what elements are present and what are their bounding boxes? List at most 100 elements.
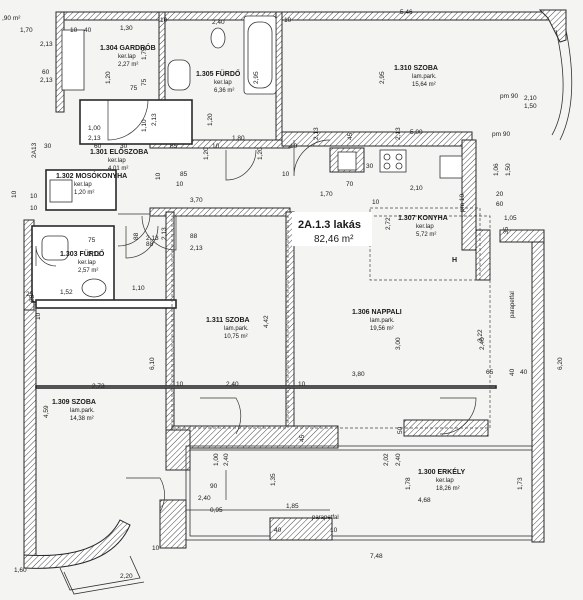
dimension-h: 1,60 [14,567,27,574]
dimension-h: 90 [210,483,218,490]
dimension-h: 1,80 [232,135,245,142]
apartment-label: 2A.1.3 lakás 82,46 m² [292,212,372,246]
dimension-h: 85 [180,171,188,178]
fridge [337,151,357,171]
kitchen-sink [439,155,463,179]
dimension-v: 75 [141,78,148,86]
dimension-v: 1,20 [207,113,214,126]
dimension-v: 2,95 [379,71,386,84]
dimension-labels: ,90 m² 1,70 10 40 1,30 10 2,40 10 5,46 2,13 60 2,13… [2,9,564,580]
dimension-h: 0,95 [210,507,223,514]
dimension-h: 1,10 [132,285,145,292]
fixtures [41,15,463,298]
dimension-v: 40 [509,368,516,376]
dimension-v: 1,06 [493,163,500,176]
room-floor: ker.lap [74,182,92,188]
dimension-h: 70 [346,181,354,188]
dimension-h: 10 [282,171,290,178]
dimension-h: 10 [30,193,38,200]
apartment-area: 82,46 m² [314,234,354,245]
room-floor: ker.lap [108,158,126,164]
dimension-h: 1,70 [20,27,33,34]
dimension-h: 4,68 [418,497,431,504]
dimension-v: 2,02 [383,453,390,466]
parapet-label-bottom: parapetfal [312,515,339,521]
dimension-v: 1,50 [505,163,512,176]
room-floor: ker.lap [436,478,454,484]
room-name: 1.311 SZOBA [206,317,250,324]
dimension-h: 1,70 [320,191,333,198]
dimension-h: 2,10 [524,95,537,102]
stove-mark: H [452,257,457,264]
dimension-v: 1,20 [257,147,264,160]
dimension-h: 3,80 [352,371,365,378]
dimension-h: 40 [520,369,528,376]
dimension-h: 2,40 [212,19,225,26]
dimension-v: 2,40 [395,453,402,466]
dimension-h: ,90 m² [2,15,21,22]
dimension-h: 1,05 [504,215,517,222]
room-name: 1.306 NAPPALI [352,309,402,316]
dimension-h: 60 [42,69,50,76]
dimension-v: 4,59 [43,405,50,418]
dimension-v: 88 [133,232,140,240]
apartment-title: 2A.1.3 lakás [298,219,361,231]
dimension-h: 25 [26,291,34,298]
bath-sink [81,278,107,298]
room-name: 1.307 KONYHA [398,215,448,222]
dimension-v: 3,22 [477,329,484,342]
dimension-h: 65 [486,369,494,376]
dimension-h: 60 [496,201,504,208]
dimension-h: 10 [298,381,306,388]
dimension-v: 35 [503,226,510,234]
dimension-v: 1,00 [213,453,220,466]
stove [379,149,407,173]
room-floor: ker.lap [118,54,136,60]
dimension-h: 75 [130,85,138,92]
grid-ref: 2A13 [31,142,38,158]
dimension-h: 10 [372,199,380,206]
dimension-h: 1,52 [60,289,73,296]
room-floor: lam.park. [224,326,249,332]
dimension-h: 20 [496,191,504,198]
dimension-v: 1,73 [517,477,524,490]
dimension-h: 3,70 [190,197,203,204]
room-name: 1.303 FÜRDŐ [60,249,105,258]
room-area: 1,20 m² [74,190,94,196]
dimension-v: 45 [347,132,354,140]
shower-basin [41,235,69,261]
dimension-h: 5,46 [400,9,413,16]
dimension-h: 2,20 [120,573,133,580]
room-name: 1.309 SZOBA [52,399,96,406]
dimension-v: 2,95 [253,71,260,84]
dimension-h: 1,30 [120,25,133,32]
dimension-v: 2,40 [223,453,230,466]
dimension-v: 1,78 [405,477,412,490]
dimension-h: 2,40 [198,495,211,502]
dimension-h: 2,13 [146,235,159,242]
dimension-h: 2,13 [190,245,203,252]
room-name: 1.300 ERKÉLY [418,467,466,476]
dimension-h: 10 [212,143,220,150]
dimension-v: 2,72 [385,217,392,230]
dimension-h: 2,13 [40,41,53,48]
dimension-h: 10 [290,143,298,150]
dimension-v: 4,42 [263,315,270,328]
dimension-h: 88 [146,241,154,248]
room-name: 1.310 SZOBA [394,65,438,72]
dimension-h: 30 [44,143,52,150]
dimension-v: 6,20 [557,357,564,370]
room-floor: lam.park. [412,74,437,80]
dimension-v: 6,10 [149,357,156,370]
pm-label-3: pm 10 [459,194,466,212]
room-name: 1.305 FÜRDŐ [196,69,241,78]
dimension-v: 1,75 [141,47,148,60]
dimension-h: 10 [176,181,184,188]
dimension-h: 10 [30,205,38,212]
room-area: 6,36 m² [214,88,234,94]
dimension-h: 10 [330,527,338,534]
dimension-h: 2,13 [88,135,101,142]
dimension-v: 50 [397,426,404,434]
dimension-v: 1,20 [203,147,210,160]
